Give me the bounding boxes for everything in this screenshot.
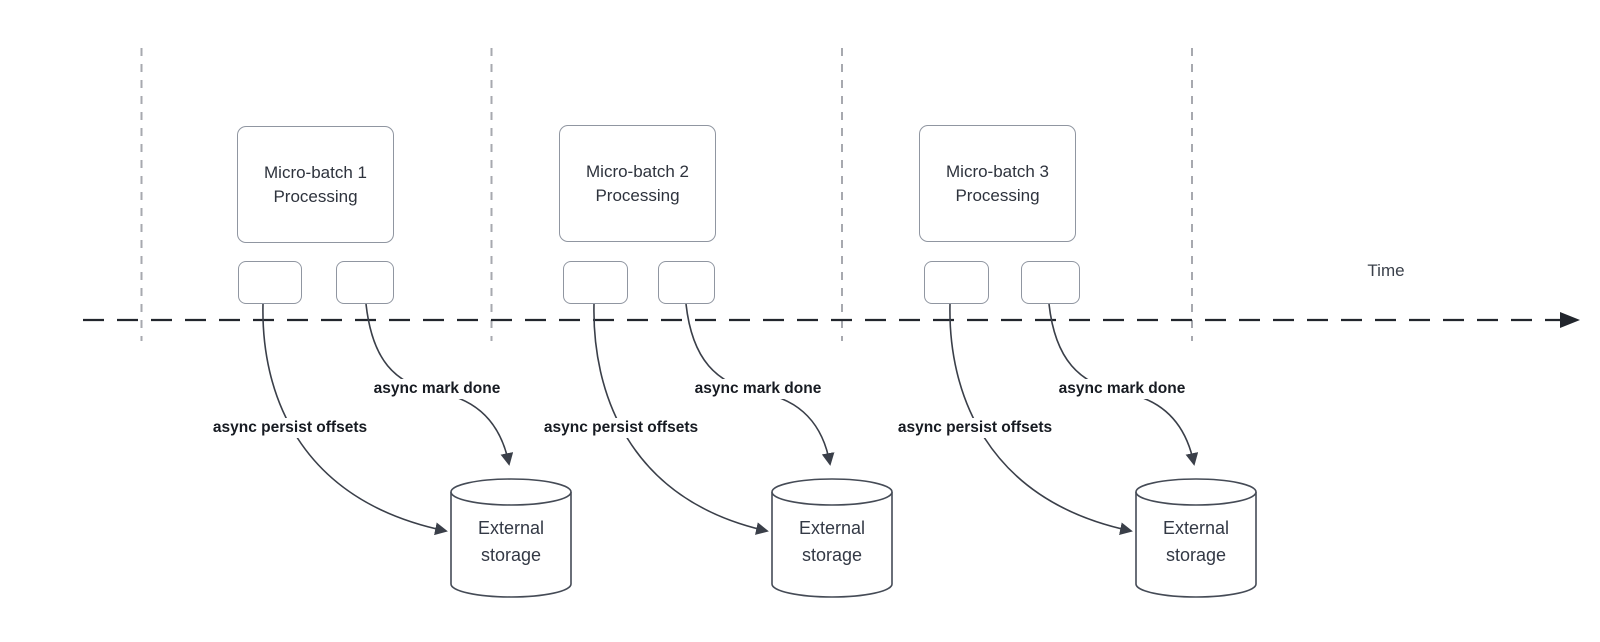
micro-batch-1-box: Micro-batch 1 Processing <box>237 126 394 243</box>
time-axis-label: Time <box>1367 261 1405 280</box>
external-storage-label-3-line2: storage <box>1165 545 1227 565</box>
async-mark-done-label-2: async mark done <box>690 379 826 399</box>
external-storage-label-1: External storage <box>451 515 571 569</box>
micro-batch-2-subtitle: Processing <box>595 185 680 205</box>
micro-batch-3-box: Micro-batch 3 Processing <box>919 125 1076 242</box>
external-storage-label-2-line2: storage <box>801 545 863 565</box>
mark-done-task-box-2 <box>658 261 715 304</box>
persist-offsets-task-box-1 <box>238 261 302 304</box>
external-storage-cylinder-3 <box>1135 478 1257 598</box>
time-axis-arrowhead-icon <box>1560 312 1580 328</box>
external-storage-label-2: External storage <box>772 515 892 569</box>
async-mark-done-label-1: async mark done <box>369 379 505 399</box>
async-persist-offsets-arrow-1 <box>262 303 448 536</box>
external-storage-label-2-line1: External <box>798 518 866 538</box>
mark-done-task-box-3 <box>1021 261 1080 304</box>
async-mark-done-label-3: async mark done <box>1054 379 1190 399</box>
async-persist-offsets-arrow-3 <box>949 303 1133 536</box>
external-storage-label-1-line2: storage <box>480 545 542 565</box>
mark-done-task-box-1 <box>336 261 394 304</box>
async-persist-offsets-label-2: async persist offsets <box>539 418 703 438</box>
async-persist-offsets-label-1: async persist offsets <box>208 418 372 438</box>
micro-batch-3-subtitle: Processing <box>955 185 1040 205</box>
micro-batch-3-title: Micro-batch 3 <box>946 161 1049 181</box>
micro-batch-1-title: Micro-batch 1 <box>264 162 367 182</box>
async-persist-offsets-label-3: async persist offsets <box>893 418 1057 438</box>
external-storage-label-3-line1: External <box>1162 518 1230 538</box>
micro-batch-2-title: Micro-batch 2 <box>586 161 689 181</box>
persist-offsets-task-box-2 <box>563 261 628 304</box>
external-storage-label-3: External storage <box>1136 515 1256 569</box>
micro-batch-1-subtitle: Processing <box>273 186 358 206</box>
micro-batch-2-box: Micro-batch 2 Processing <box>559 125 716 242</box>
async-persist-offsets-arrow-2 <box>593 303 769 535</box>
external-storage-cylinder-1 <box>450 478 572 598</box>
persist-offsets-task-box-3 <box>924 261 989 304</box>
external-storage-label-1-line1: External <box>477 518 545 538</box>
external-storage-cylinder-2 <box>771 478 893 598</box>
